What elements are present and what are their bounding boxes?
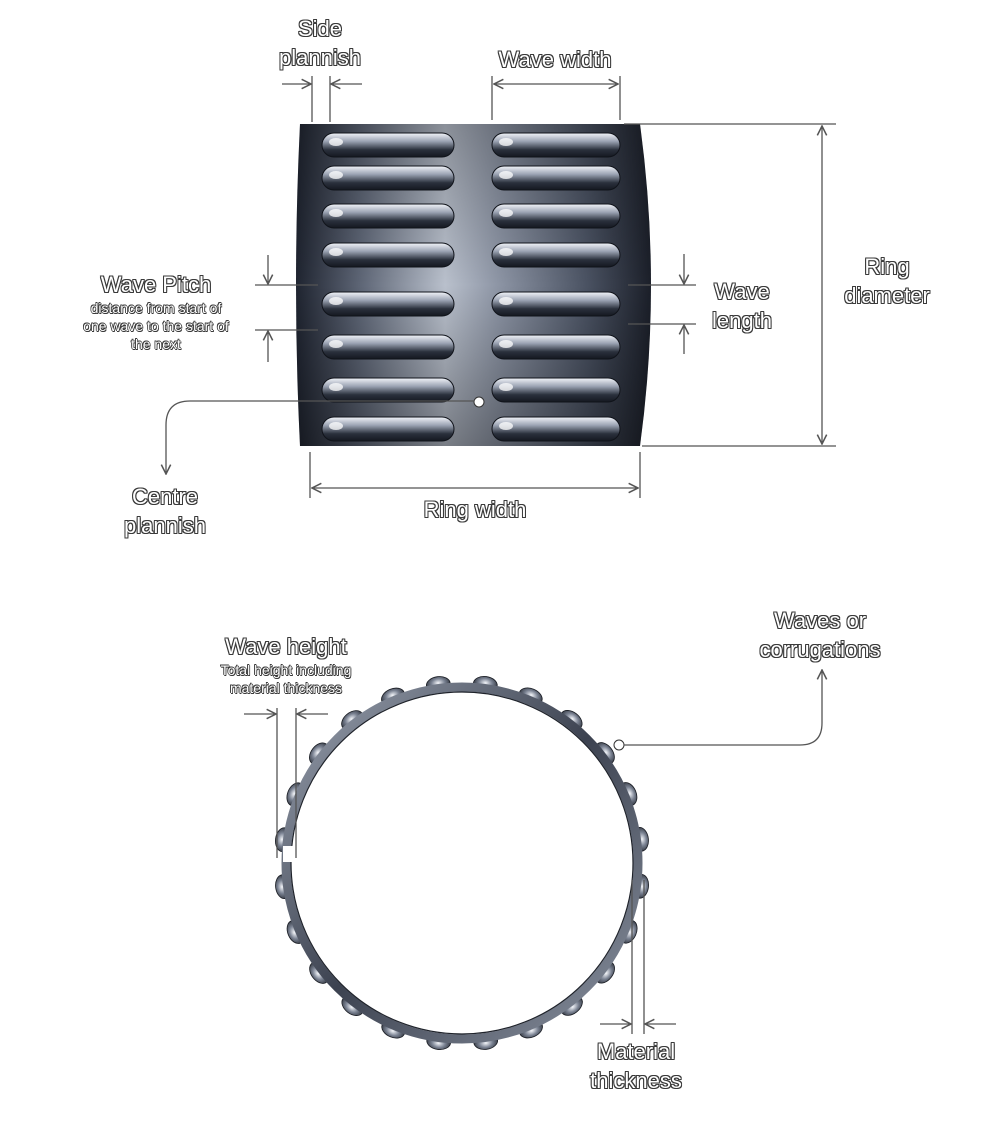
wave-width-label: Wave width (498, 47, 612, 72)
wave-corrugation (321, 132, 455, 158)
wave-corrugation (321, 291, 455, 317)
wave-highlight (329, 138, 343, 146)
waves-or-corrugations-label: Waves or corrugations (759, 608, 881, 662)
wave-highlight (329, 248, 343, 256)
ring-gap (283, 846, 295, 862)
ring-width-label: Ring width (423, 497, 527, 522)
wave-corrugation (491, 377, 621, 403)
wave-highlight (329, 340, 343, 348)
material-thickness-label: Material thickness (590, 1039, 682, 1093)
wave-highlight (499, 209, 513, 217)
wave-corrugation (321, 377, 455, 403)
wave-highlight (329, 171, 343, 179)
wave-height-label: Wave height Total height including mater… (220, 634, 352, 696)
wave-highlight (329, 297, 343, 305)
cylinder-waves (321, 132, 621, 442)
wave-highlight (499, 297, 513, 305)
centre-plannish-marker (473, 396, 485, 408)
wave-highlight (499, 138, 513, 146)
side-plannish-label: Side plannish (279, 16, 361, 70)
ring-top-view (275, 676, 649, 1050)
wave-corrugation (491, 203, 621, 229)
wave-highlight (329, 383, 343, 391)
wave-length-label: Wave length (712, 279, 772, 333)
ring-diameter-label: Ring diameter (844, 254, 930, 308)
wave-corrugation (321, 203, 455, 229)
wave-highlight (329, 422, 343, 430)
wave-corrugation (321, 416, 455, 442)
wave-highlight (499, 340, 513, 348)
wave-highlight (499, 171, 513, 179)
wave-corrugation (491, 132, 621, 158)
ring-bumps (275, 676, 649, 1050)
bottom-dimensions (244, 670, 822, 1034)
wave-highlight (499, 422, 513, 430)
wave-highlight (499, 248, 513, 256)
ring-band-inner-edge (290, 691, 634, 1035)
wave-corrugation (321, 242, 455, 268)
corrugation-marker (613, 739, 625, 751)
wave-highlight (499, 383, 513, 391)
wave-corrugation (321, 334, 455, 360)
wave-corrugation (491, 291, 621, 317)
wave-corrugation (321, 165, 455, 191)
ring-band-outer (281, 682, 643, 1044)
ring-cylinder (296, 124, 651, 446)
wave-highlight (329, 209, 343, 217)
wave-pitch-label: Wave Pitch distance from start of one wa… (83, 272, 229, 352)
wave-corrugation (491, 334, 621, 360)
centre-plannish-label: Centre plannish (124, 484, 206, 538)
wave-corrugation (491, 242, 621, 268)
wave-corrugation (491, 416, 621, 442)
wave-corrugation (491, 165, 621, 191)
top-dimensions (166, 76, 836, 498)
